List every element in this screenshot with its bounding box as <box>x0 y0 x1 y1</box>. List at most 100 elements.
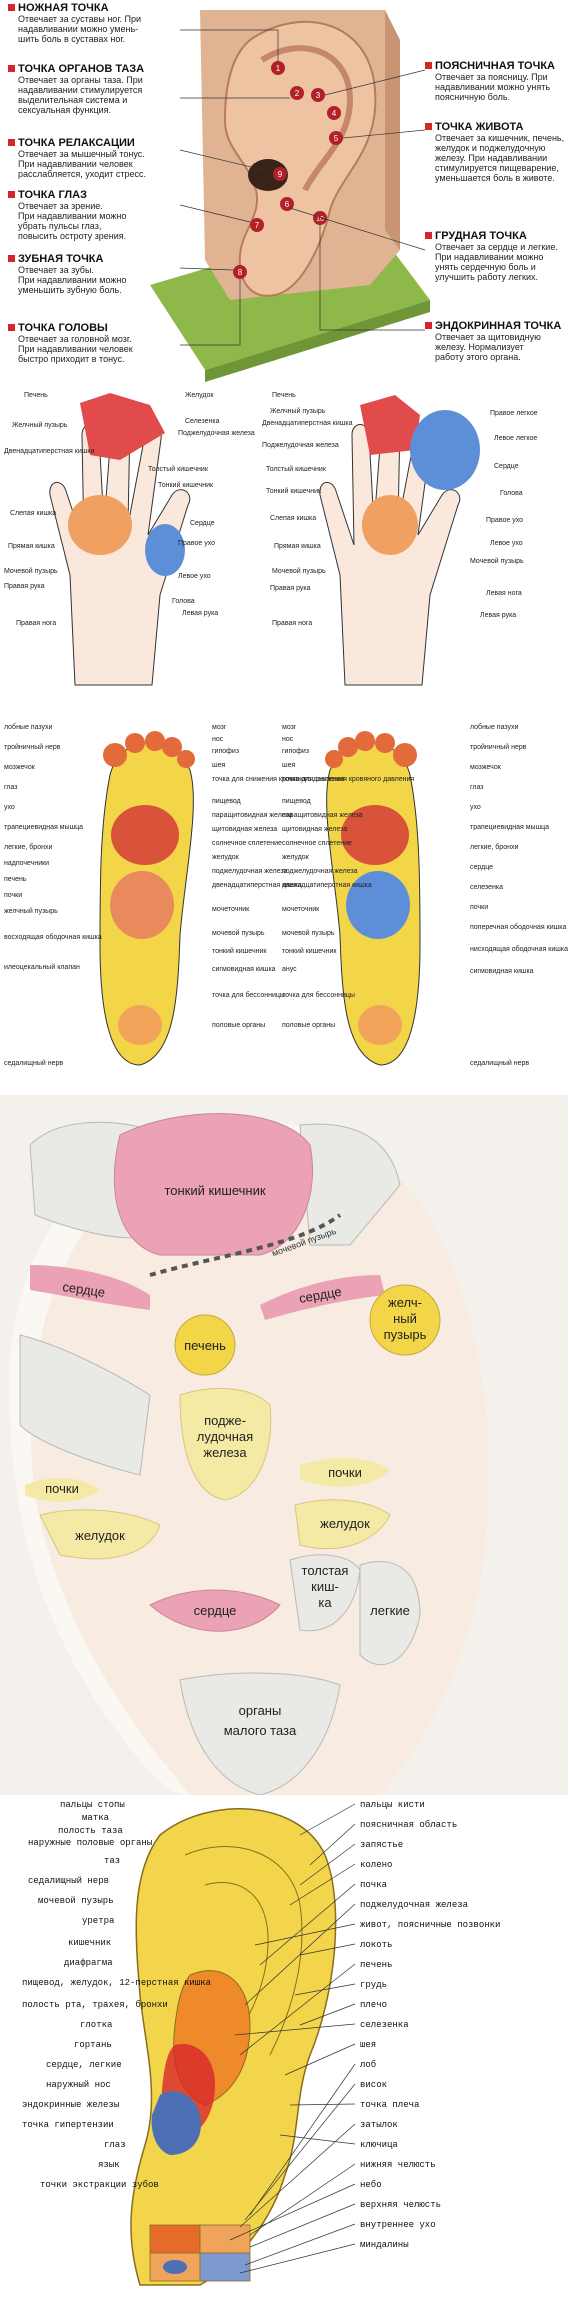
svg-text:трапециевидная мышца: трапециевидная мышца <box>470 824 549 831</box>
svg-text:Тонкий кишечник: Тонкий кишечник <box>266 487 322 495</box>
svg-text:надавливании можно унять: надавливании можно унять <box>435 82 550 92</box>
svg-text:Правая нога: Правая нога <box>16 620 56 627</box>
left-hand-liver <box>80 393 165 460</box>
svg-text:Мочевой пузырь: Мочевой пузырь <box>272 567 326 575</box>
svg-text:Прямая кишка: Прямая кишка <box>8 543 55 550</box>
face-svg: тонкий кишечник мочевой пузырь сердце се… <box>0 1095 568 1795</box>
svg-text:пальцы кисти: пальцы кисти <box>360 1800 425 1810</box>
svg-text:легкие, бронхи: легкие, бронхи <box>470 843 518 851</box>
svg-text:Отвечает за суставы ног. При: Отвечает за суставы ног. При <box>18 14 141 24</box>
liver-region <box>174 1314 236 1376</box>
svg-text:внутреннее ухо: внутреннее ухо <box>360 2220 436 2230</box>
svg-text:10: 10 <box>316 216 324 223</box>
svg-text:желудок: желудок <box>75 1528 125 1543</box>
ear-left-item-3: ТОЧКА ГЛАЗ Отвечает за зрение. При надав… <box>8 189 126 241</box>
svg-text:тонкий кишечник: тонкий кишечник <box>164 1183 265 1198</box>
svg-text:почки: почки <box>328 1465 362 1480</box>
ear-point-5[interactable] <box>329 131 343 145</box>
ear-point-1[interactable] <box>271 61 285 75</box>
svg-text:Отвечает за органы таза. При: Отвечает за органы таза. При <box>18 75 143 85</box>
svg-text:нижняя челюсть: нижняя челюсть <box>360 2160 436 2170</box>
svg-text:почки: почки <box>4 892 22 899</box>
svg-text:затылок: затылок <box>360 2120 398 2130</box>
svg-text:грудь: грудь <box>360 1980 387 1990</box>
svg-text:миндалины: миндалины <box>360 2240 409 2250</box>
ear-right-item-2: ГРУДНАЯ ТОЧКА Отвечает за сердце и легки… <box>425 230 558 282</box>
ear-point-9[interactable] <box>273 167 287 181</box>
svg-text:Отвечает за кишечник, печень,: Отвечает за кишечник, печень, <box>435 133 564 143</box>
svg-text:7: 7 <box>255 221 260 230</box>
svg-text:Левое легкое: Левое легкое <box>494 435 537 442</box>
svg-text:сердце: сердце <box>470 864 493 871</box>
ear-model-panel: 1 2 3 4 5 6 7 8 9 10 <box>0 0 568 385</box>
left-hand-labels: Печень Желчный пузырь Двенадцатиперстная… <box>4 392 255 627</box>
ear-point-4[interactable] <box>327 106 341 120</box>
ear-points: 1 2 3 4 5 6 7 8 9 10 <box>233 61 343 279</box>
svg-text:надпочечники: надпочечники <box>4 860 49 867</box>
svg-text:железа: железа <box>203 1445 247 1460</box>
svg-text:6: 6 <box>285 200 290 209</box>
svg-text:матка: матка <box>82 1813 110 1823</box>
svg-text:мозг: мозг <box>212 724 227 731</box>
svg-text:При надавливании можно: При надавливании можно <box>18 211 126 221</box>
svg-text:гипофиз: гипофиз <box>282 748 309 755</box>
svg-text:ный: ный <box>393 1311 417 1326</box>
feet-panel: лобные пазухи тройничный нерв мозжечок г… <box>0 715 568 1095</box>
svg-text:верхняя челюсть: верхняя челюсть <box>360 2200 441 2210</box>
svg-text:точка плеча: точка плеча <box>360 2100 420 2110</box>
face-panel: тонкий кишечник мочевой пузырь сердце се… <box>0 1095 568 1795</box>
right-hand <box>319 395 480 686</box>
ear-point-7[interactable] <box>250 218 264 232</box>
svg-text:седалищный нерв: седалищный нерв <box>28 1876 109 1886</box>
svg-text:желудок: желудок <box>282 854 310 861</box>
svg-text:лобные пазухи: лобные пазухи <box>4 723 53 731</box>
heart-right-region <box>260 1275 385 1320</box>
svg-text:глаз: глаз <box>470 784 484 791</box>
svg-text:пищевод: пищевод <box>212 798 241 805</box>
svg-text:работу этого органа.: работу этого органа. <box>435 352 521 362</box>
svg-text:щитовидная железа: щитовидная железа <box>282 826 347 833</box>
svg-text:сердце: сердце <box>298 1284 343 1306</box>
svg-text:стимулируется пищеварение,: стимулируется пищеварение, <box>435 163 559 173</box>
svg-text:Левое ухо: Левое ухо <box>490 540 523 547</box>
svg-text:мочеточник: мочеточник <box>212 906 250 913</box>
right-hand-intestine <box>362 495 418 555</box>
svg-text:половые органы: половые органы <box>212 1022 265 1029</box>
svg-text:При надавливании можно: При надавливании можно <box>18 275 126 285</box>
ear-map-panel: пальцы стопы матка полость таза наружные… <box>0 1795 568 2300</box>
svg-text:Отвечает за поясницу. При: Отвечает за поясницу. При <box>435 72 548 82</box>
svg-text:таз: таз <box>104 1856 120 1866</box>
svg-text:Левая рука: Левая рука <box>480 612 516 619</box>
bladder-band <box>149 1213 342 1277</box>
svg-text:восходящая ободочная кишка: восходящая ободочная кишка <box>4 933 102 941</box>
svg-text:Голова: Голова <box>172 598 195 605</box>
svg-text:Голова: Голова <box>500 490 523 497</box>
svg-text:тройничный нерв: тройничный нерв <box>4 743 61 751</box>
svg-text:шея: шея <box>212 762 226 769</box>
ear-right-item-1: ТОЧКА ЖИВОТА Отвечает за кишечник, печен… <box>425 121 564 183</box>
svg-text:Правое ухо: Правое ухо <box>486 517 523 524</box>
svg-text:наружные половые органы: наружные половые органы <box>28 1838 152 1848</box>
ear-point-6[interactable] <box>280 197 294 211</box>
svg-text:солнечное сплетение: солнечное сплетение <box>212 840 282 847</box>
svg-text:сердце: сердце <box>62 1279 106 1300</box>
ear-point-3[interactable] <box>311 88 325 102</box>
svg-text:унять сердечную боль и: унять сердечную боль и <box>435 262 536 272</box>
green-base-side <box>205 300 430 382</box>
svg-text:диафрагма: диафрагма <box>64 1958 113 1968</box>
svg-text:2: 2 <box>295 89 300 98</box>
svg-text:селезенка: селезенка <box>470 884 503 891</box>
svg-text:поясничная область: поясничная область <box>360 1820 457 1830</box>
svg-text:ТОЧКА ГЛАЗ: ТОЧКА ГЛАЗ <box>18 189 87 201</box>
svg-text:мочевой пузырь: мочевой пузырь <box>38 1896 114 1906</box>
svg-text:Желудок: Желудок <box>185 392 214 399</box>
svg-text:уретра: уретра <box>82 1916 115 1926</box>
svg-text:поджелудочная железа: поджелудочная железа <box>360 1900 469 1910</box>
ear-point-8[interactable] <box>233 265 247 279</box>
svg-text:нос: нос <box>212 736 224 743</box>
right-hand-labels: Печень Желчный пузырь Двенадцатиперстная… <box>262 392 538 627</box>
svg-text:лобные пазухи: лобные пазухи <box>470 723 519 731</box>
ear-point-2[interactable] <box>290 86 304 100</box>
ear-point-10[interactable] <box>313 211 327 225</box>
svg-text:тройничный нерв: тройничный нерв <box>470 743 527 751</box>
